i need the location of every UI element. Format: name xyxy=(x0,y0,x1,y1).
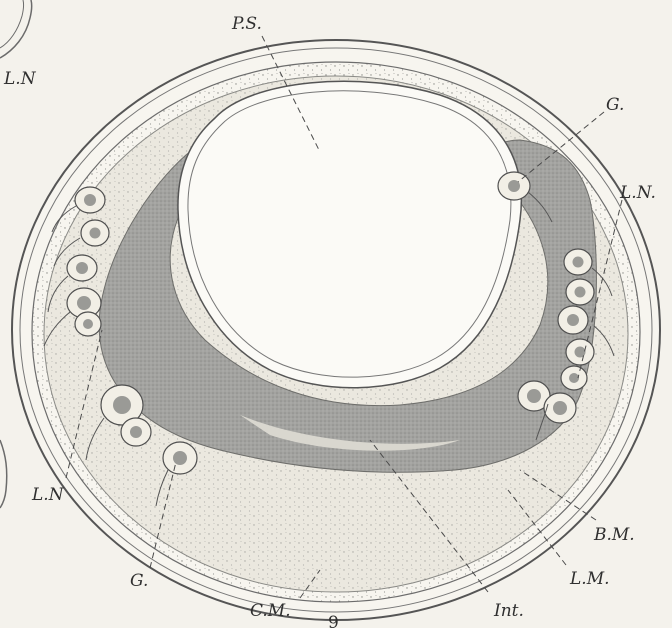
label-lm: L.M. xyxy=(569,569,610,589)
label-int: Int. xyxy=(493,601,524,621)
plate-number: 9 xyxy=(328,613,339,628)
label-ln-top-left: L.N xyxy=(3,69,37,89)
neighbour-section-top xyxy=(0,0,32,58)
neighbour-section-left xyxy=(0,440,7,508)
label-g-top: G. xyxy=(606,95,624,115)
label-g-bottom: G. xyxy=(130,571,148,591)
label-ps: P.S. xyxy=(231,14,262,34)
label-bm: B.M. xyxy=(593,525,635,545)
label-ln-right: L.N. xyxy=(619,183,656,203)
label-cm: C.M. xyxy=(250,601,291,621)
label-ln-bottom-left: L.N xyxy=(31,485,65,505)
